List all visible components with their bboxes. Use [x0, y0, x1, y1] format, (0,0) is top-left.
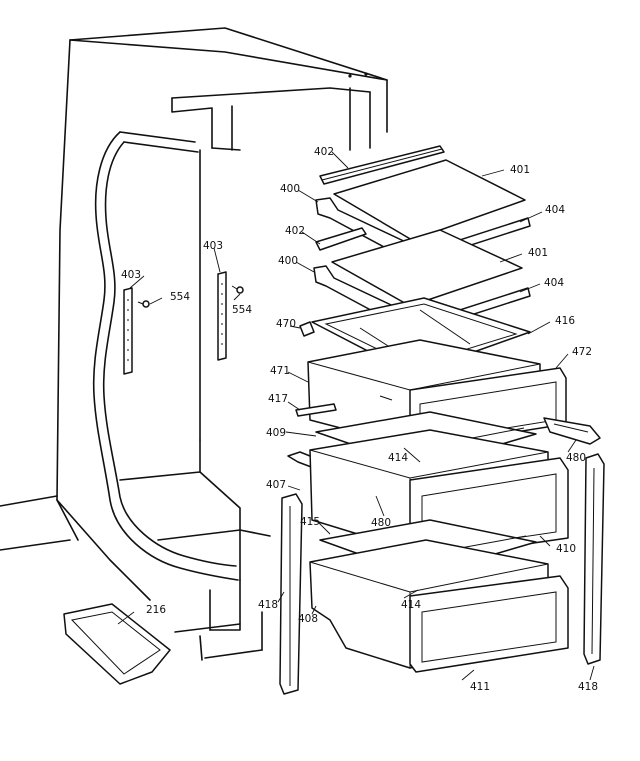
callout-471: 471 [270, 365, 290, 377]
callout-402-mid: 402 [285, 225, 305, 237]
rail-417 [295, 403, 337, 417]
callout-411: 411 [470, 681, 490, 693]
callout-418-left: 418 [258, 599, 278, 611]
tray-216 [63, 603, 171, 685]
callout-480-mid: 480 [371, 517, 391, 529]
callout-400-top: 400 [280, 183, 300, 195]
callout-414-lower: 414 [401, 599, 421, 611]
callout-401-top: 401 [510, 164, 530, 176]
callout-416: 416 [555, 315, 575, 327]
callout-554-left: 554 [170, 291, 190, 303]
callout-410: 410 [556, 543, 576, 555]
glass-shelf-401-mid [331, 229, 523, 307]
callout-404-mid: 404 [544, 277, 564, 289]
cabinet [0, 27, 388, 661]
callout-404-top: 404 [545, 204, 565, 216]
callout-216: 216 [146, 604, 166, 616]
callout-408: 408 [298, 613, 318, 625]
shelf-rail-402-mid [315, 227, 367, 251]
callout-409: 409 [266, 427, 286, 439]
callout-labels: 402 401 400 404 402 401 400 404 403 403 … [121, 146, 598, 693]
callout-407: 407 [266, 479, 286, 491]
callout-554-right: 554 [232, 304, 252, 316]
callout-418-right: 418 [578, 681, 598, 693]
shelf-support-left [123, 287, 133, 375]
clip-470 [299, 321, 315, 337]
callout-403-left: 403 [121, 269, 141, 281]
callout-414-upper: 414 [388, 452, 408, 464]
callout-417: 417 [268, 393, 288, 405]
callout-415: 415 [300, 516, 320, 528]
callout-401-mid: 401 [528, 247, 548, 259]
slide-480-right [543, 417, 601, 445]
callout-400-mid: 400 [278, 255, 298, 267]
side-rail-418-left [279, 493, 303, 695]
callout-480-right: 480 [566, 452, 586, 464]
callout-402-top: 402 [314, 146, 334, 158]
leader-lines [117, 151, 595, 681]
side-rail-418-right [583, 453, 605, 665]
screw-554-left [137, 300, 150, 308]
screw-554-right [231, 285, 244, 294]
drawer-front-411 [409, 575, 569, 673]
shelf-rail-402-top [319, 145, 445, 185]
shelf-support-right [217, 271, 227, 361]
callout-470: 470 [276, 318, 296, 330]
glass-shelf-401-top [333, 159, 526, 241]
callout-472: 472 [572, 346, 592, 358]
callout-403-right: 403 [203, 240, 223, 252]
